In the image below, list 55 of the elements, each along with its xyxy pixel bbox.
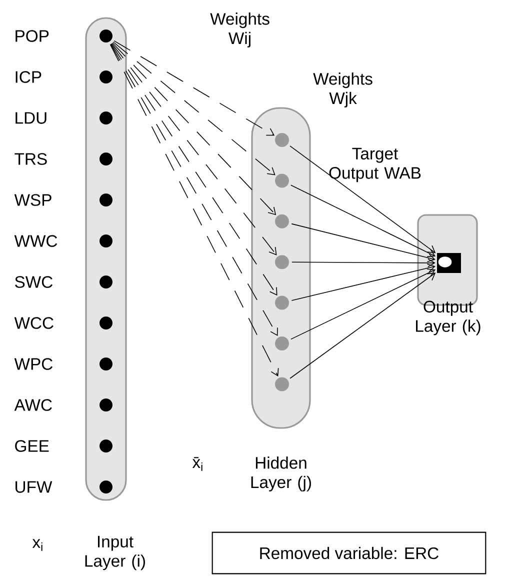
neuron-dot <box>100 398 112 412</box>
annotation-label: x̄$_{i}$ <box>192 457 202 471</box>
neuron-dot <box>275 133 289 147</box>
neuron-dot <box>100 358 112 370</box>
arrow <box>114 40 275 136</box>
variable-label: GEE <box>15 440 49 452</box>
variable-label: AWC <box>14 399 52 411</box>
arrow <box>290 184 436 258</box>
variable-label: TRS <box>14 153 47 165</box>
neuron-dot <box>275 214 289 228</box>
layer-band: Output Layer (k) <box>416 214 480 336</box>
arrow <box>292 258 436 268</box>
note-box: Removed variable: ERC <box>212 532 486 574</box>
arrow <box>290 146 436 254</box>
annotation-label: Weights Wij <box>210 12 270 48</box>
neuron-dot <box>100 316 112 330</box>
annotation-label: Weights Wjk <box>313 72 372 108</box>
layer-band: Hidden Layer (j) <box>251 107 311 492</box>
variable-label: POP <box>16 30 49 42</box>
neuron-dot <box>100 112 112 124</box>
arrow <box>291 223 436 262</box>
neuron-dot <box>275 255 289 270</box>
neuron-dot <box>275 174 289 188</box>
neuron-dot <box>275 296 289 310</box>
variable-label: ICP <box>16 71 42 83</box>
node-label: Input Layer (i) <box>85 536 145 570</box>
arrow <box>290 272 436 379</box>
neuron-dot <box>100 440 112 452</box>
neuron-dot <box>100 480 112 494</box>
arrow <box>291 264 436 301</box>
arrow <box>290 268 436 340</box>
variable-label: UFW <box>16 481 52 493</box>
variable-label: WSP <box>14 194 52 206</box>
node-label: Layer (k) <box>416 320 480 336</box>
variable-label: SWC <box>15 276 52 288</box>
arrow <box>112 42 276 216</box>
variable-label: WPC <box>14 358 52 370</box>
neuron-dot <box>100 194 112 206</box>
neuron-dot <box>100 152 112 166</box>
node-label: Hidden Layer (j) <box>251 456 311 492</box>
layer-band: Input Layer (i) <box>85 17 145 570</box>
neuron-dot <box>275 336 289 350</box>
variable-label: WCC <box>14 317 54 329</box>
output-neuron <box>437 253 461 273</box>
neuron-dot <box>100 234 112 248</box>
neuron-dot <box>100 70 112 84</box>
arrow <box>111 43 277 256</box>
neuron-dot <box>100 30 112 42</box>
neuron-dot <box>275 377 289 392</box>
variable-label: LDU <box>16 112 46 124</box>
neuron-dot <box>100 276 112 288</box>
variable-label: WWC <box>14 235 58 247</box>
annotation-label: x$_{i}$ <box>32 539 42 551</box>
annotation-label: Target Output WAB <box>329 148 421 182</box>
arrow <box>112 42 276 176</box>
